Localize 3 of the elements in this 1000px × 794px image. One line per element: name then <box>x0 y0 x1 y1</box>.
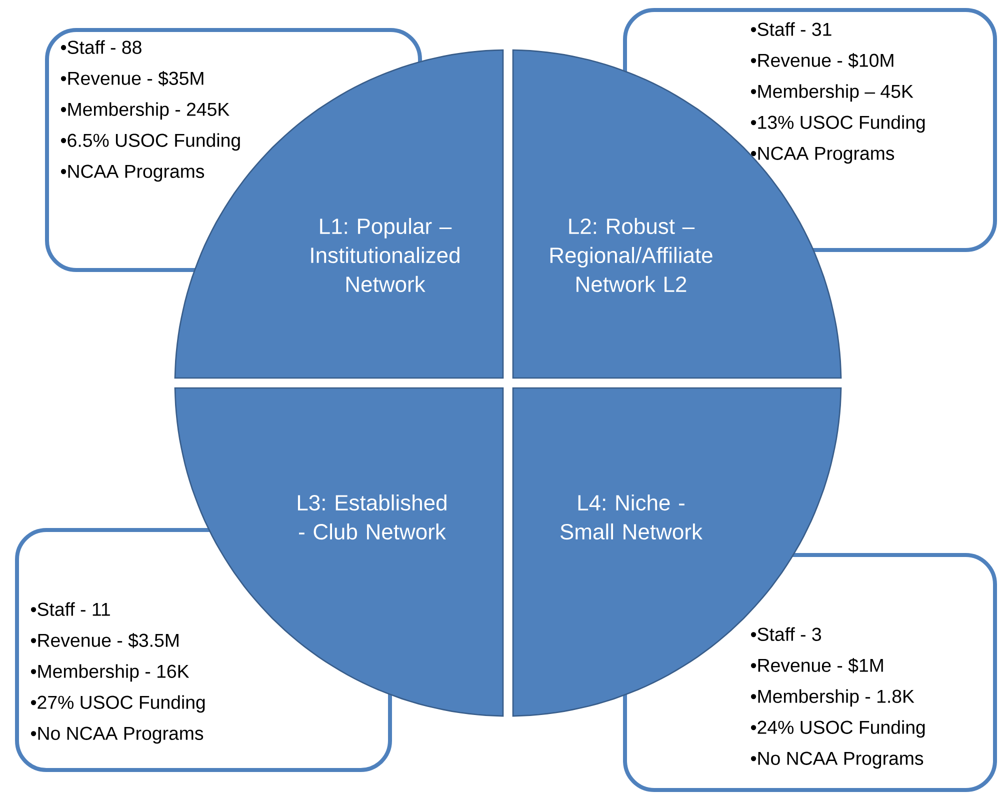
bullet-list: •Staff - 31 •Revenue - $10M •Membership – 45K •13% USOC Funding •NCAA Programs <box>751 22 925 164</box>
bullet-list: •Staff - 3 •Revenue - $1M •Membership - 1.8K •24% USOC Funding •No NCAA Programs <box>751 627 925 769</box>
bullet-list: •Staff - 88 •Revenue - $35M •Membership - 245K •6.5% USOC Funding •NCAA Programs <box>61 40 240 182</box>
